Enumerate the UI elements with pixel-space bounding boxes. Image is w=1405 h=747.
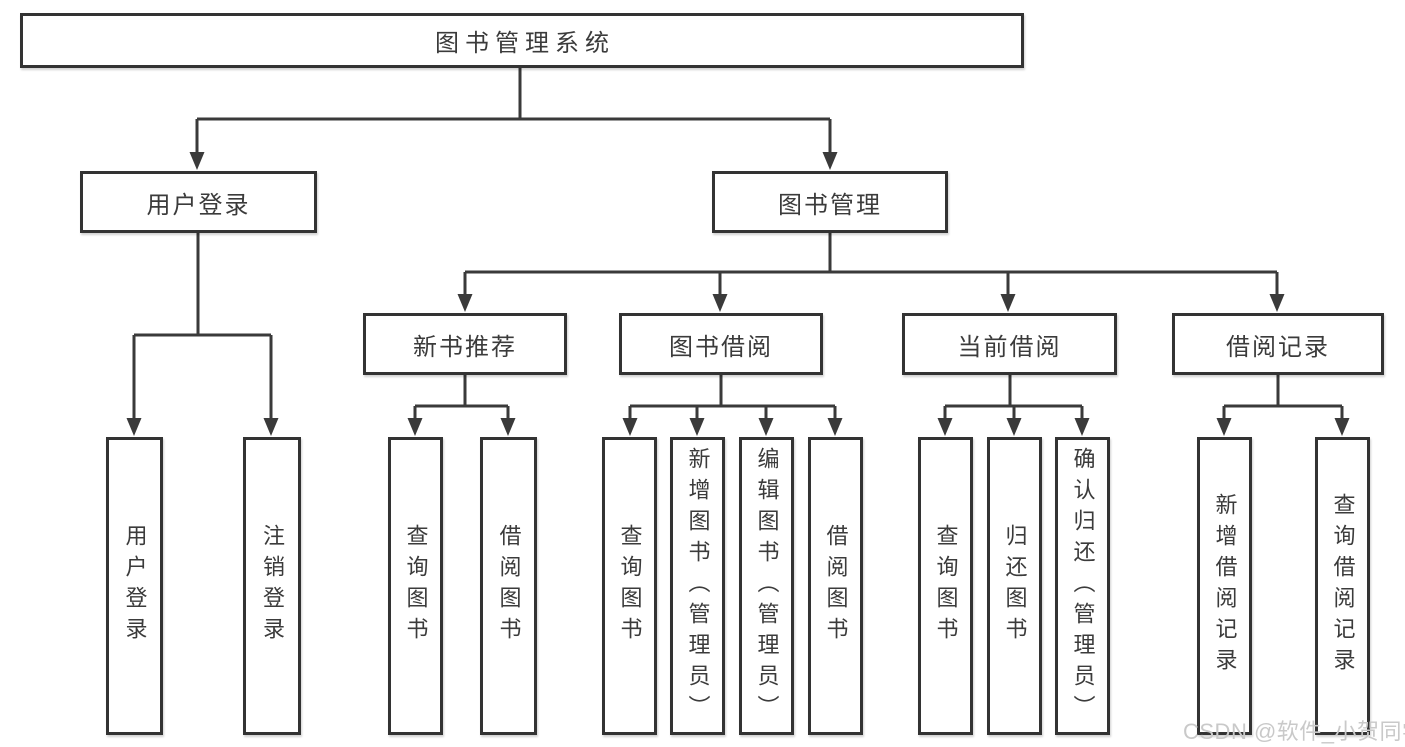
arrow-down-icon — [1000, 294, 1016, 312]
node-book-management-module: 图书管理 — [712, 171, 948, 233]
node-label: 查询图书 — [403, 524, 429, 648]
arrow-down-icon — [622, 418, 638, 436]
node-book-borrowing: 图书借阅 — [619, 313, 823, 375]
arrow-down-icon — [827, 418, 843, 436]
arrow-down-icon — [126, 418, 142, 436]
leaf-query-books-current: 查询图书 — [918, 437, 973, 735]
node-label: 查询借阅记录 — [1330, 493, 1356, 679]
leaf-return-book: 归还图书 — [987, 437, 1042, 735]
leaf-logout: 注销登录 — [243, 437, 301, 735]
node-root-system: 图书管理系统 — [20, 13, 1024, 68]
leaf-query-books-borrowing: 查询图书 — [602, 437, 657, 735]
node-label: 查询图书 — [933, 524, 959, 648]
node-borrow-records: 借阅记录 — [1172, 313, 1384, 375]
node-new-book-recommend: 新书推荐 — [363, 313, 567, 375]
leaf-confirm-return-admin: 确认归还（管理员） — [1055, 437, 1110, 735]
leaf-edit-book-admin: 编辑图书（管理员） — [739, 437, 794, 735]
node-label: 归还图书 — [1002, 524, 1028, 648]
node-label: 新增借阅记录 — [1212, 493, 1238, 679]
node-label: 查询图书 — [617, 524, 643, 648]
node-label: 新增图书（管理员） — [685, 446, 711, 726]
arrow-down-icon — [758, 418, 774, 436]
node-label: 借阅记录 — [1226, 333, 1330, 361]
arrow-down-icon — [457, 294, 473, 312]
arrow-down-icon — [1074, 418, 1090, 436]
arrow-down-icon — [937, 418, 953, 436]
node-label: 图书管理 — [778, 191, 882, 219]
leaf-query-borrow-record: 查询借阅记录 — [1315, 437, 1370, 735]
node-label: 图书借阅 — [669, 333, 773, 361]
node-label: 用户登录 — [122, 524, 148, 648]
node-label: 当前借阅 — [957, 333, 1062, 361]
node-label: 确认归还（管理员） — [1070, 446, 1096, 726]
arrow-down-icon — [689, 418, 705, 436]
csdn-watermark: CSDN @软件_小贺同学 — [1183, 719, 1405, 744]
arrow-down-icon — [189, 152, 205, 170]
node-user-login-module: 用户登录 — [80, 171, 317, 233]
arrow-down-icon — [712, 294, 728, 312]
arrow-down-icon — [1269, 294, 1285, 312]
arrow-down-icon — [500, 418, 516, 436]
node-label: 图书管理系统 — [435, 30, 615, 57]
leaf-borrow-books-recommend: 借阅图书 — [480, 437, 537, 735]
arrow-down-icon — [1334, 418, 1350, 436]
arrow-down-icon — [1006, 418, 1022, 436]
node-label: 借阅图书 — [823, 524, 849, 648]
leaf-add-borrow-record: 新增借阅记录 — [1197, 437, 1252, 735]
leaf-user-login: 用户登录 — [106, 437, 163, 735]
arrow-down-icon — [263, 418, 279, 436]
arrow-down-icon — [1216, 418, 1232, 436]
arrow-down-icon — [822, 152, 838, 170]
arrow-down-icon — [407, 418, 423, 436]
node-current-borrowing: 当前借阅 — [902, 313, 1117, 375]
node-label: 编辑图书（管理员） — [754, 446, 780, 726]
leaf-borrow-books-borrowing: 借阅图书 — [808, 437, 863, 735]
node-label: 新书推荐 — [413, 333, 517, 361]
node-label: 用户登录 — [146, 191, 251, 219]
leaf-query-books-recommend: 查询图书 — [388, 437, 443, 735]
leaf-add-book-admin: 新增图书（管理员） — [670, 437, 725, 735]
node-label: 注销登录 — [260, 524, 285, 648]
node-label: 借阅图书 — [496, 524, 522, 648]
